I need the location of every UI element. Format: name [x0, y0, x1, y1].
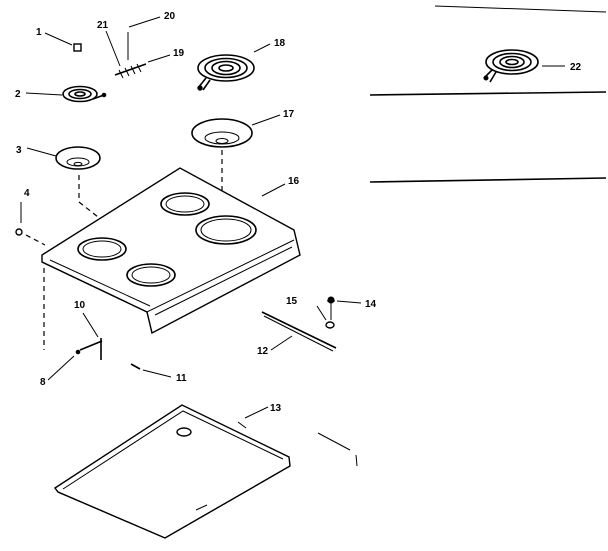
callout-15: 15	[286, 296, 298, 307]
callout-12: 12	[257, 346, 269, 357]
callout-22: 22	[570, 62, 582, 73]
callout-11: 11	[176, 373, 187, 384]
callout-18: 18	[274, 38, 286, 49]
callout-17: 17	[283, 109, 295, 120]
part-11-screw	[130, 363, 172, 378]
part-12-bracket	[261, 296, 362, 352]
callout-labels: 1 2 3 4 8 10 11 12 13 14 15 16 17 18 19 …	[15, 11, 582, 414]
separator-lines	[317, 5, 607, 467]
part-17-drip-pan	[191, 114, 281, 148]
callout-21: 21	[97, 20, 109, 31]
part-2-surface-element	[25, 85, 107, 103]
part-18-surface-element	[197, 43, 271, 91]
receptacle-parts	[44, 16, 171, 79]
callout-16: 16	[288, 176, 300, 187]
part-3-drip-pan	[26, 146, 101, 170]
part-8-10-clip	[47, 312, 103, 381]
callout-14: 14	[365, 299, 377, 310]
part-4-screw	[15, 202, 23, 236]
callout-1: 1	[36, 27, 42, 38]
callout-10: 10	[74, 300, 86, 311]
part-22-surface-element	[483, 49, 565, 83]
callout-4: 4	[24, 188, 30, 199]
callout-2: 2	[15, 89, 21, 100]
callout-13: 13	[270, 403, 282, 414]
callout-19: 19	[173, 48, 185, 59]
part-16-main-top	[41, 167, 301, 335]
callout-8: 8	[40, 377, 46, 388]
callout-20: 20	[164, 11, 176, 22]
part-13-bottom-panel	[53, 404, 291, 539]
callout-3: 3	[16, 145, 22, 156]
